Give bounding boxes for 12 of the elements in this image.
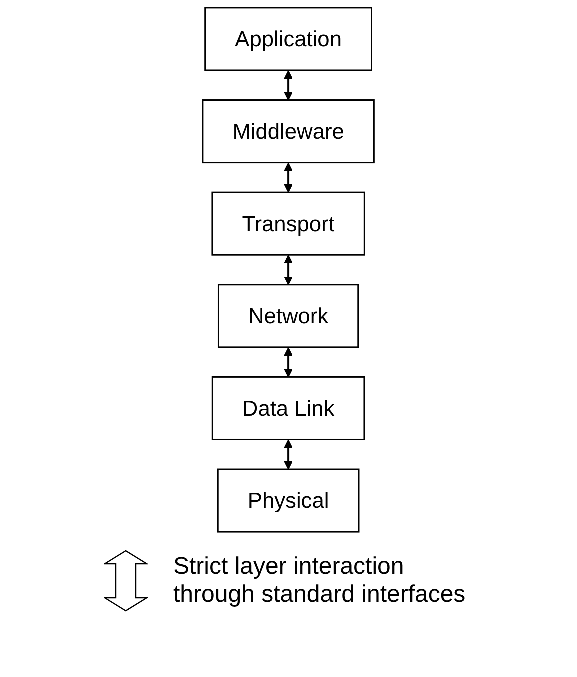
legend-text: Strict layer interaction through standard interfaces	[174, 553, 467, 609]
node-box: Application	[204, 7, 372, 72]
node-box: Middleware	[202, 100, 375, 164]
arrow	[284, 347, 293, 378]
node-box: Network	[218, 284, 360, 348]
arrow	[284, 70, 293, 101]
arrow	[284, 162, 293, 193]
node-box: Data Link	[212, 376, 366, 440]
node-box: Physical	[217, 468, 360, 533]
arrow	[284, 440, 293, 470]
node-box: Transport	[212, 192, 366, 256]
arrow	[284, 255, 293, 286]
